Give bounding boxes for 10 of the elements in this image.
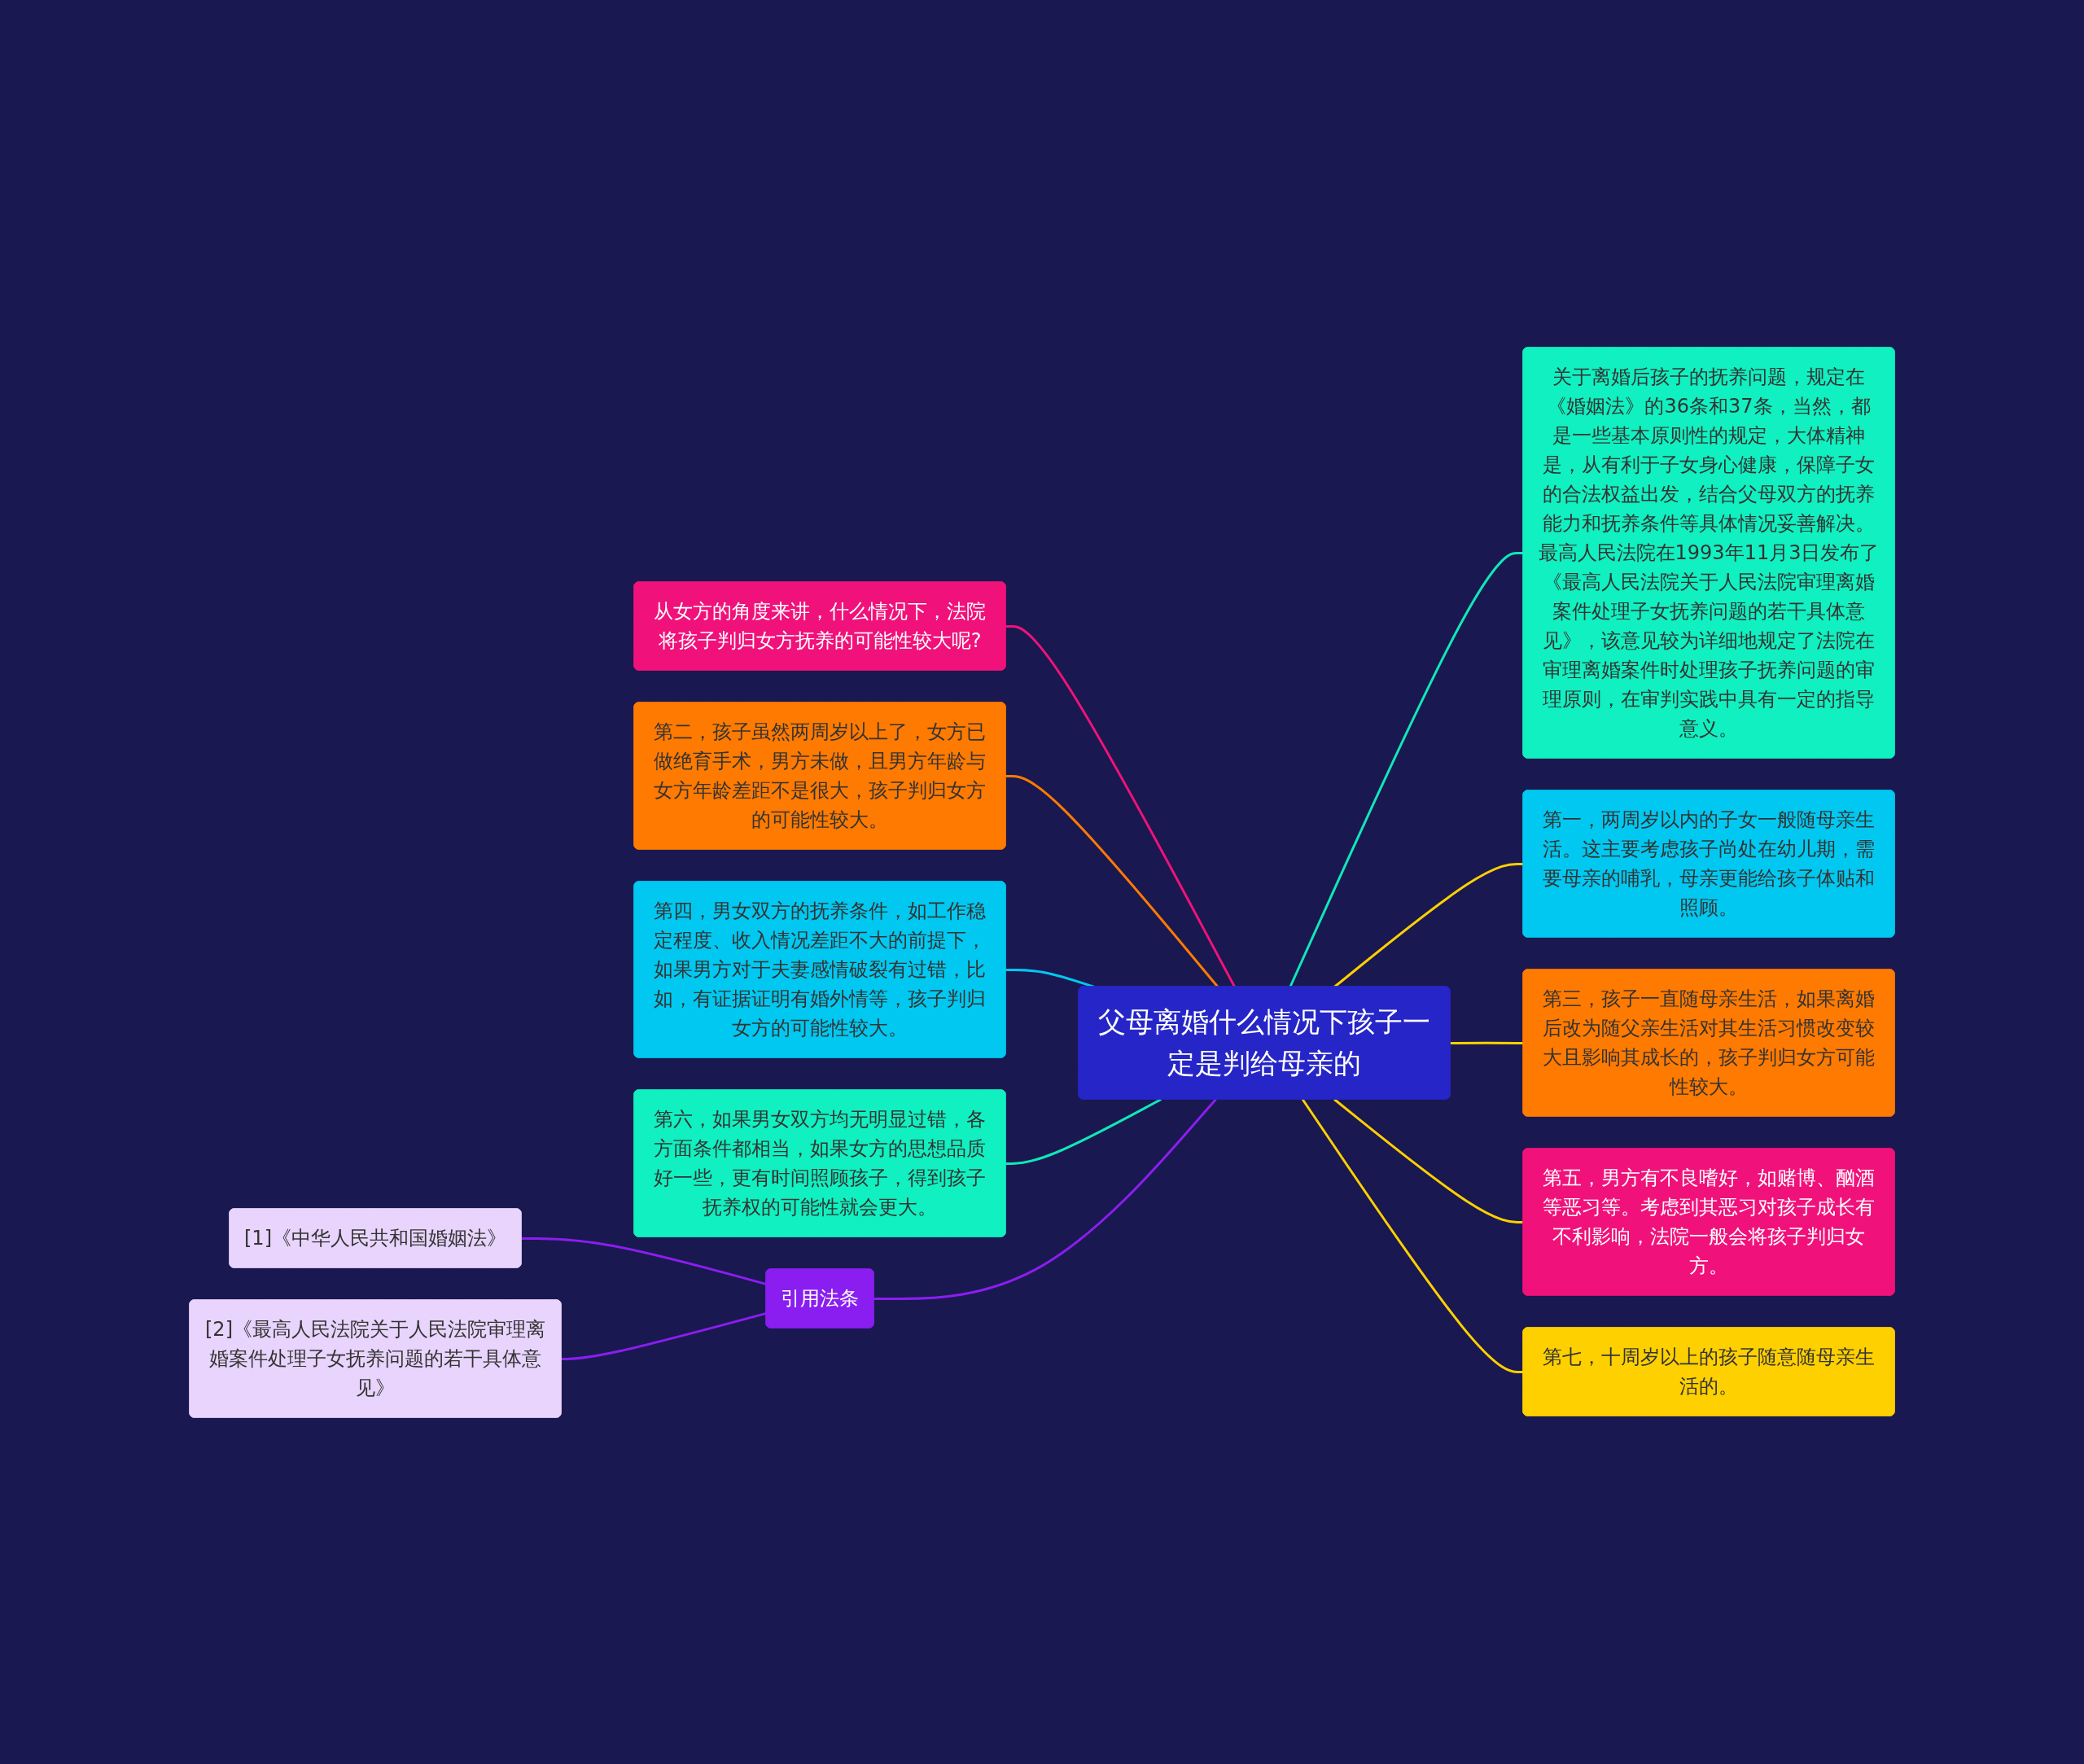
connector: [1005, 774, 1219, 987]
connector: [873, 1098, 1217, 1300]
connector: [1450, 1041, 1524, 1044]
connector: [561, 1311, 767, 1360]
connector: [1005, 1097, 1162, 1165]
connector: [1301, 1098, 1524, 1373]
connector: [1333, 1097, 1524, 1223]
connector: [521, 1237, 767, 1285]
connector: [1005, 624, 1237, 987]
connector: [1289, 551, 1524, 987]
